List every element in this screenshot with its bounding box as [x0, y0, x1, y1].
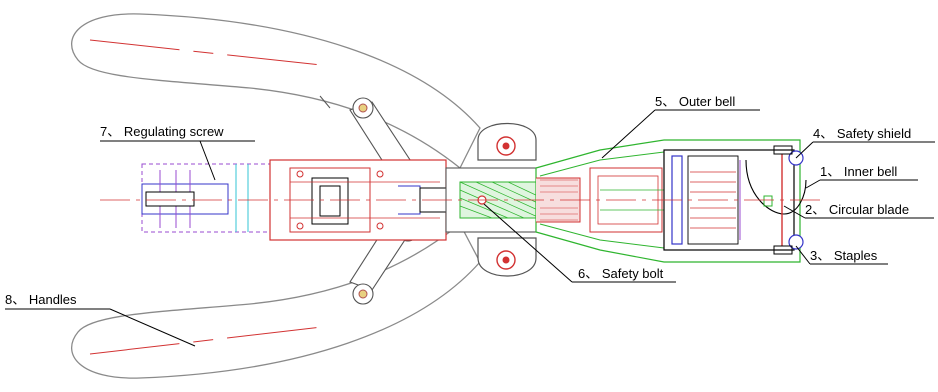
leader-lines — [5, 109, 935, 347]
lower-handle — [71, 223, 481, 379]
label-staples: 3、 Staples — [810, 248, 878, 263]
label-safety-bolt: 6、 Safety bolt — [578, 266, 664, 281]
lower-pivot-lug — [477, 237, 537, 277]
label-safety-shield: 4、 Safety shield — [813, 126, 911, 141]
upper-pivot-lug — [477, 123, 537, 161]
label-handles: 8、 Handles — [5, 292, 77, 307]
regulating-screw — [141, 163, 273, 233]
label-outer-bell: 5、 Outer bell — [655, 94, 735, 109]
label-circular-blade: 2、 Circular blade — [805, 202, 909, 217]
label-regulating-screw: 7、 Regulating screw — [100, 124, 224, 139]
upper-handle — [71, 13, 481, 170]
label-inner-bell: 1、 Inner bell — [820, 164, 897, 179]
